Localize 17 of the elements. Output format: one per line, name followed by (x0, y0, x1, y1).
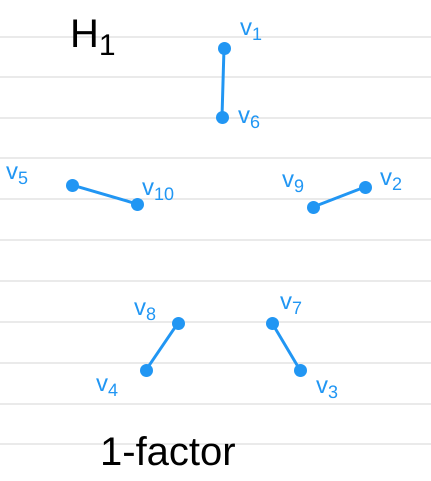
vertex-label: v$_{10}$ (142, 176, 174, 200)
edge-line (317, 188, 361, 206)
vertex-label: v$_{6}$ (238, 104, 260, 128)
graph-title: H$_{1}$ (70, 14, 116, 54)
caption: 1-factor (100, 432, 236, 472)
vertex-label: v$_{2}$ (380, 166, 402, 190)
vertex-label: v$_{1}$ (240, 16, 262, 40)
edge-line (220, 52, 226, 112)
vertex-label: v$_{3}$ (316, 374, 338, 398)
vertex-label: v$_{4}$ (96, 372, 118, 396)
edge-line (148, 326, 176, 367)
vertex-label: v$_{8}$ (134, 296, 156, 320)
edge-line (274, 326, 298, 366)
vertex-label: v$_{9}$ (282, 168, 304, 192)
edge-line (76, 185, 133, 204)
vertex-label: v$_{5}$ (6, 160, 28, 184)
vertex-label: v$_{7}$ (280, 290, 302, 314)
